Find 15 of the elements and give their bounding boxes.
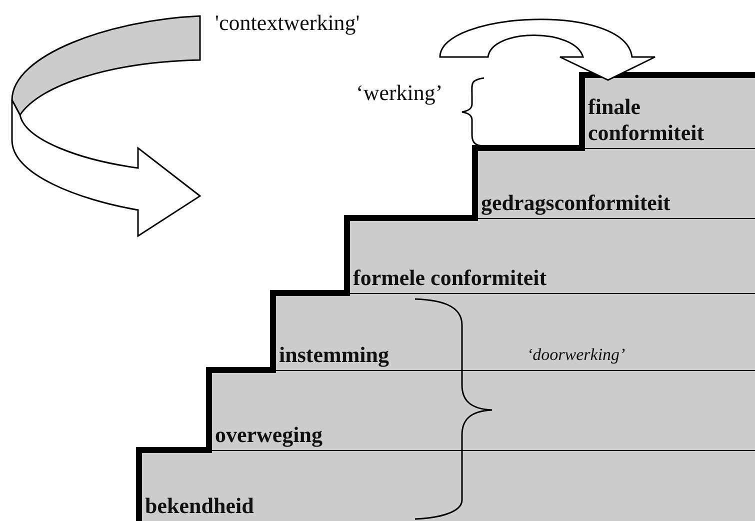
- stair-step: [475, 148, 755, 218]
- stair-step: [209, 370, 755, 450]
- step-label: gedragsconformiteit: [481, 190, 670, 216]
- step-label: finale conformiteit: [588, 94, 706, 146]
- stair-step: [347, 218, 755, 293]
- annotation-label: ‘werking’: [356, 80, 443, 106]
- step-label: instemming: [279, 342, 389, 368]
- step-label: formele conformiteit: [353, 265, 547, 291]
- stair-step: [582, 75, 755, 148]
- stair-step: [139, 450, 755, 521]
- step-label: bekendheid: [145, 493, 254, 519]
- step-label: overweging: [215, 422, 323, 448]
- annotation-label: ‘doorwerking’: [527, 345, 626, 365]
- annotation-label: 'contextwerking': [215, 10, 360, 36]
- stair-step: [273, 293, 755, 370]
